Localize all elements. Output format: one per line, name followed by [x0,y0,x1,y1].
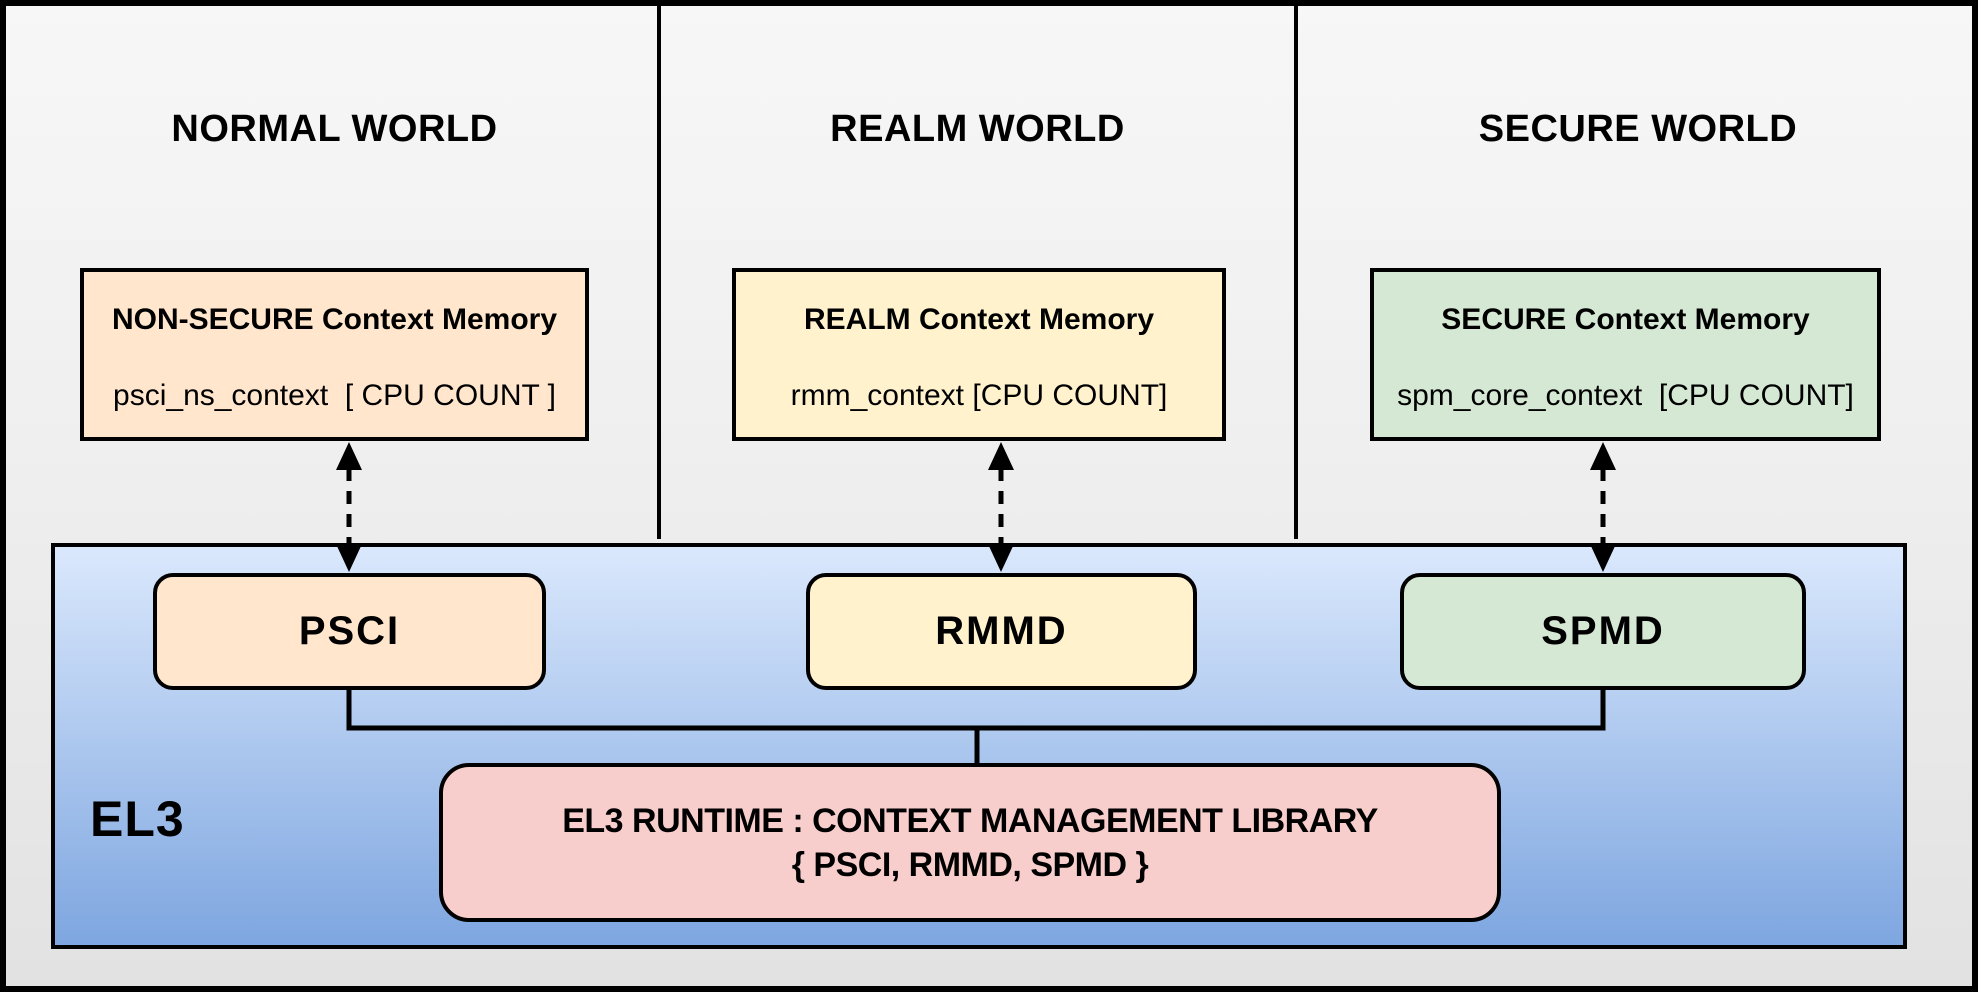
realm-world-title: REALM WORLD [830,108,1125,150]
world-divider-normal-realm [657,6,661,539]
normal-world-title: NORMAL WORLD [171,108,498,150]
nonsecure-context-memory-code: psci_ns_context [ CPU COUNT ] [113,378,556,412]
rmmd-label: RMMD [935,609,1068,653]
secure-context-memory-box: SECURE Context Memory spm_core_context [… [1370,268,1881,441]
spmd-label: SPMD [1541,609,1665,653]
realm-context-memory-box: REALM Context Memory rmm_context [CPU CO… [732,268,1226,441]
arrow-head-up-icon [1590,442,1616,470]
secure-world-title: SECURE WORLD [1478,108,1798,150]
el3-label: EL3 [90,791,185,847]
el3-runtime-line2: { PSCI, RMMD, SPMD } [791,845,1149,884]
nonsecure-context-memory-title: NON-SECURE Context Memory [111,302,558,336]
psci-label: PSCI [298,609,401,653]
rmmd-box: RMMD [806,573,1197,690]
psci-box: PSCI [153,573,546,690]
nonsecure-context-memory-box: NON-SECURE Context Memory psci_ns_contex… [80,268,589,441]
arrow-head-up-icon [336,442,362,470]
realm-context-memory-title: REALM Context Memory [803,302,1155,336]
spmd-box: SPMD [1400,573,1806,690]
world-divider-realm-secure [1294,6,1298,539]
el3-runtime-box: EL3 RUNTIME : CONTEXT MANAGEMENT LIBRARY… [439,763,1501,922]
realm-context-memory-code: rmm_context [CPU COUNT] [790,378,1168,412]
secure-context-memory-code: spm_core_context [CPU COUNT] [1397,378,1854,412]
secure-context-memory-title: SECURE Context Memory [1441,302,1810,336]
arrow-head-up-icon [988,442,1014,470]
el3-runtime-line1: EL3 RUNTIME : CONTEXT MANAGEMENT LIBRARY [562,801,1378,840]
